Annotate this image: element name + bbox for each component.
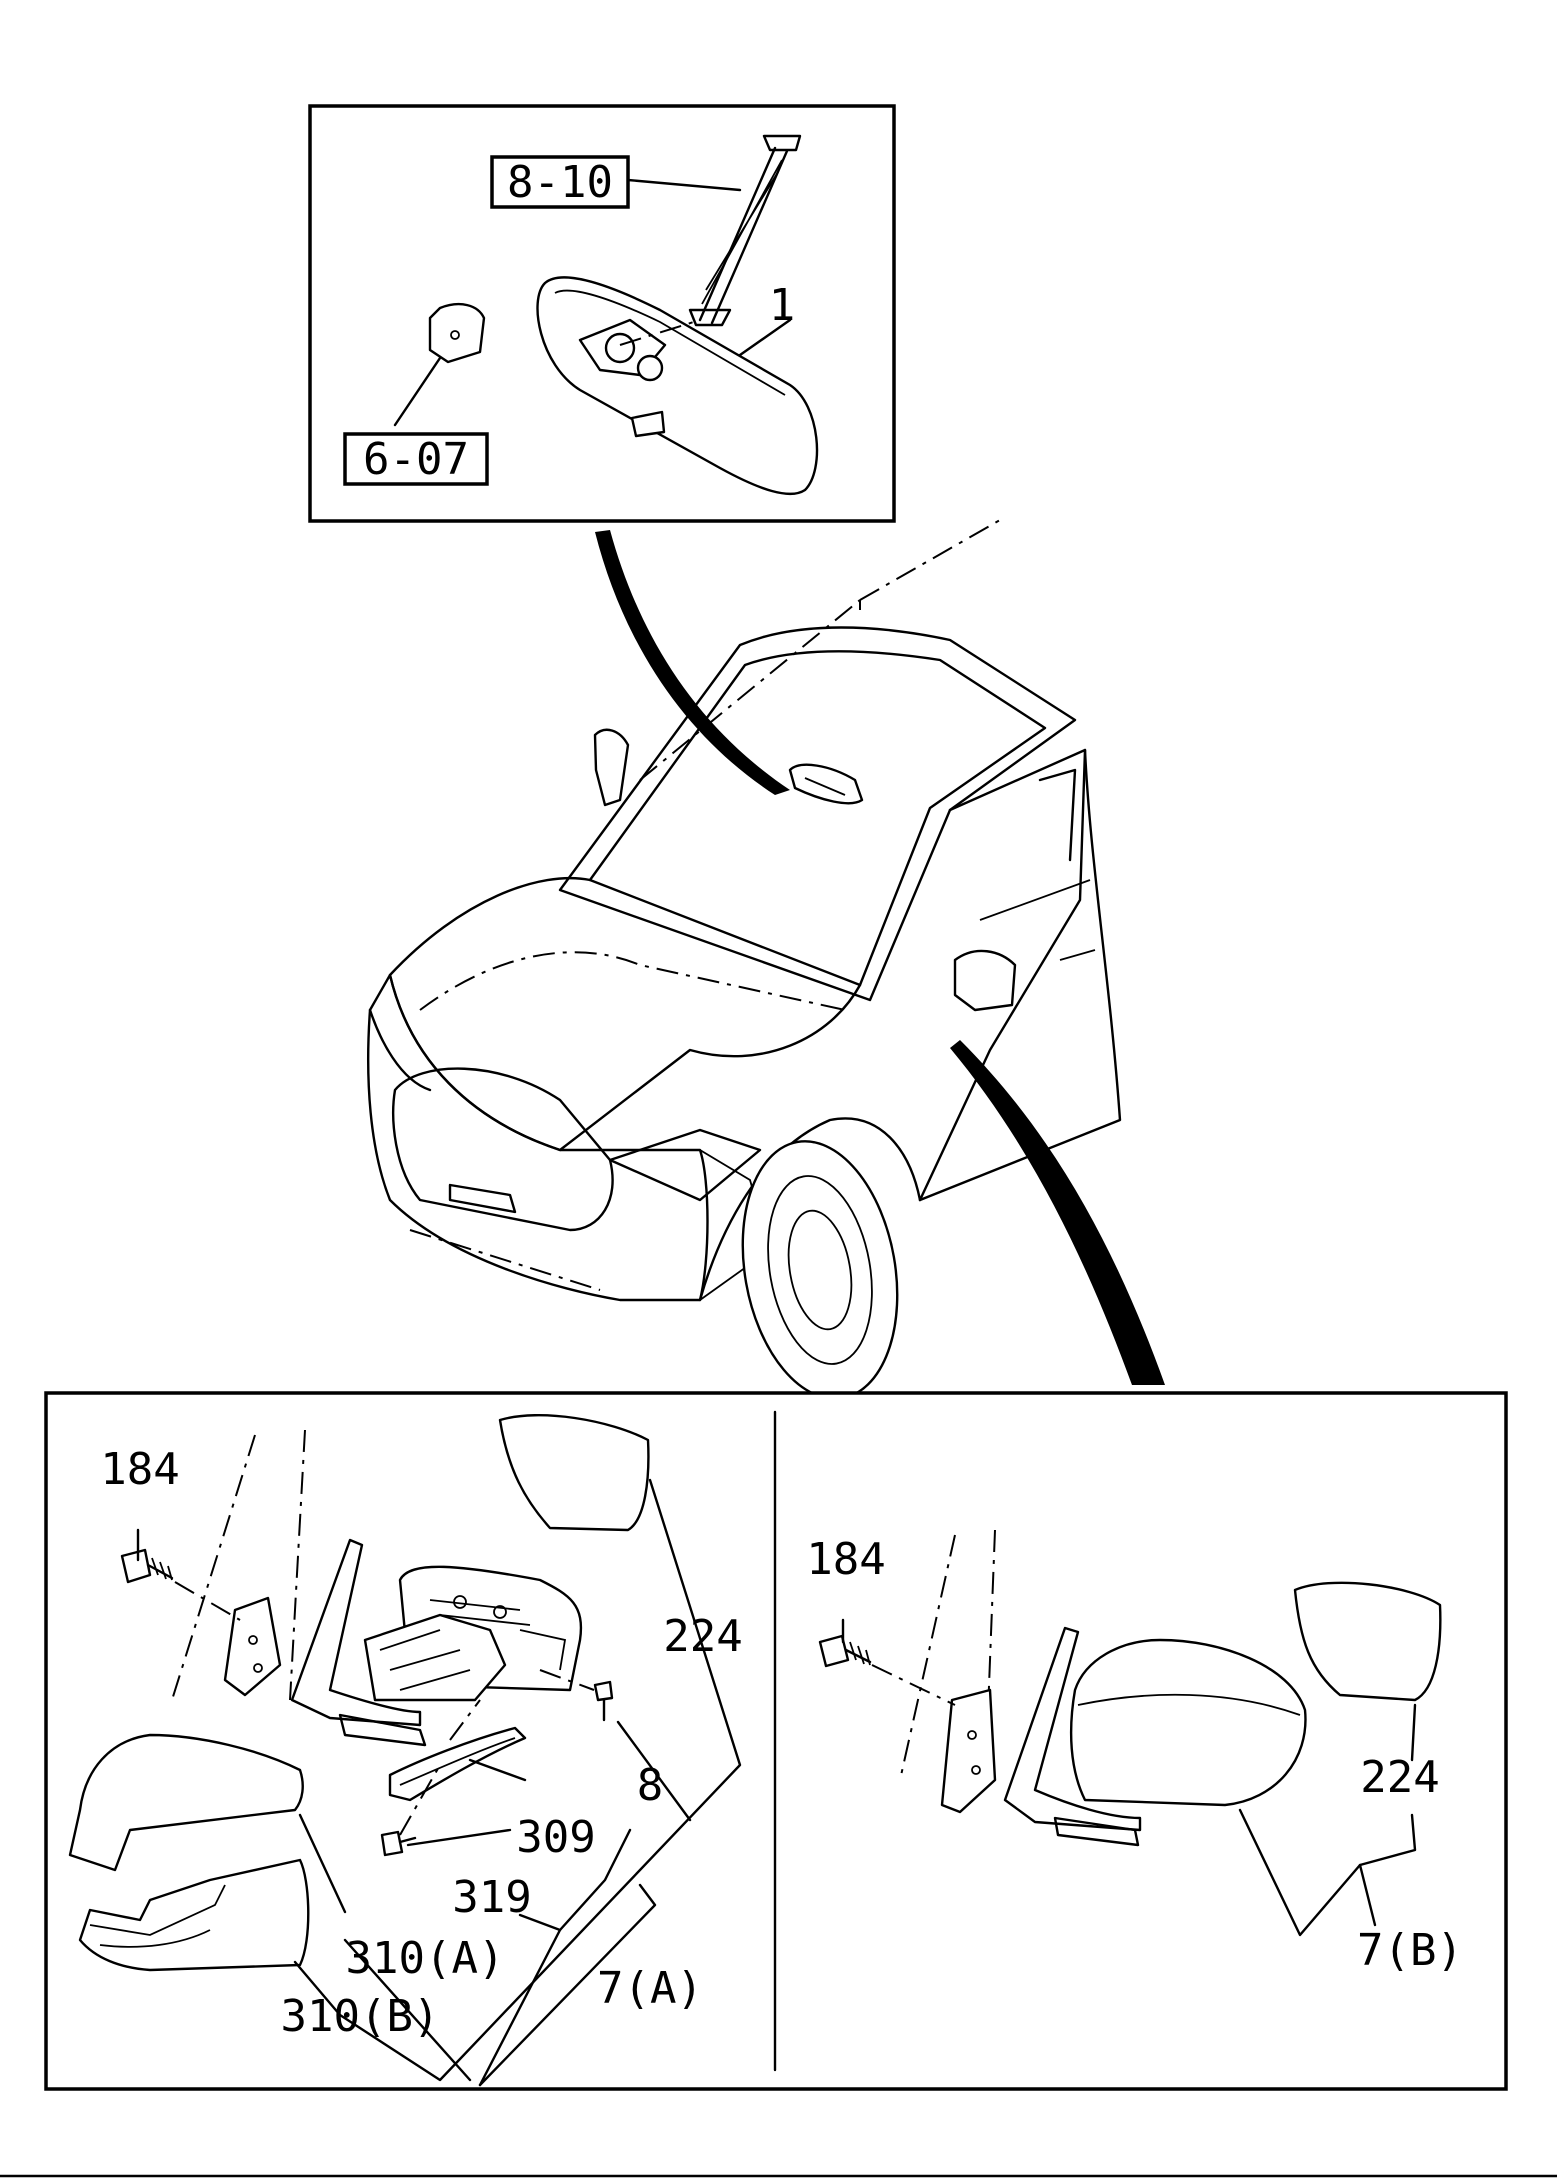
cover-310b-part: [78, 1858, 310, 1972]
leader-810: [626, 178, 742, 192]
vehicle-illustration: [367, 519, 1122, 1400]
panel-mirror-7a: 184 224 8 309 319 310(A) 7(A) 310(B): [68, 1414, 743, 2087]
callout-310a: 310(A): [346, 1933, 505, 1984]
callout-224-left: 224: [663, 1611, 742, 1662]
callout-1: 1: [769, 280, 796, 331]
callout-7b: 7(B): [1357, 1925, 1463, 1976]
leader-607: [393, 356, 442, 427]
callout-box-810: [490, 155, 630, 209]
pointer-arrow-rearview: [595, 530, 790, 795]
inset-rearview-mirror: 8-10 6-07 1: [308, 104, 896, 523]
callout-309: 309: [516, 1812, 595, 1863]
rearview-mirror-part: [536, 276, 819, 496]
callout-224-right: 224: [1360, 1752, 1439, 1803]
turn-lamp-309-part: [388, 1699, 527, 1802]
callout-607: 6-07: [363, 434, 469, 485]
callout-810: 8-10: [507, 157, 613, 208]
callout-7a: 7(A): [597, 1963, 703, 2014]
sensor-cover-part: [428, 303, 486, 364]
callout-184-right: 184: [806, 1534, 885, 1585]
callout-8: 8: [637, 1760, 664, 1811]
screw-8-part: [539, 1669, 614, 1722]
panel-mirror-7b: 184 224 7(B): [806, 1529, 1463, 1976]
bolt-184b-part: [818, 1634, 956, 1706]
callout-319: 319: [452, 1872, 531, 1923]
callout-310b: 310(B): [281, 1991, 440, 2042]
screw-319-part: [380, 1764, 441, 1857]
pointer-arrow-door-mirror: [950, 1040, 1165, 1385]
callout-184-left: 184: [100, 1444, 179, 1495]
leader-1: [738, 318, 792, 357]
wire-harness-part: [688, 134, 802, 327]
inset-door-mirrors: 184 224 8 309 319 310(A) 7(A) 310(B): [44, 1391, 1508, 2091]
cover-310a-part: [68, 1733, 304, 1872]
callout-box-607: [343, 432, 489, 486]
